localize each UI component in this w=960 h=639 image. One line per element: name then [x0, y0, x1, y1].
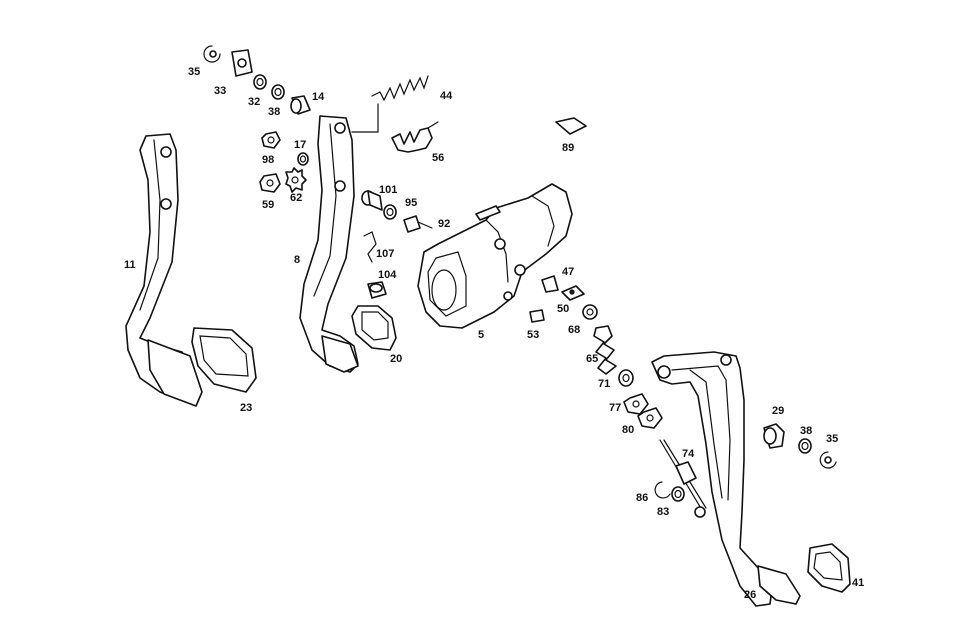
pedal-pad-23: [191, 327, 257, 393]
callout-104: 104: [378, 269, 397, 281]
pedal-pad-41: [807, 543, 851, 593]
pedal-11: [125, 133, 203, 407]
bushing-14: [290, 95, 311, 115]
callout-labels: 35 33 32 38 14 44 98 17 59 62 56 89 101 …: [124, 66, 864, 601]
nut-77: [623, 393, 649, 415]
rod-74: [659, 439, 707, 518]
pedal-housing-5: [417, 183, 573, 329]
callout-53: 53: [527, 329, 539, 341]
nut-98: [261, 131, 281, 149]
nut-80: [637, 407, 663, 429]
callout-33: 33: [214, 85, 226, 97]
callout-59: 59: [262, 199, 274, 211]
part-89: [555, 117, 587, 135]
pedal-8: [299, 115, 359, 373]
clip-35: [203, 45, 221, 63]
washer-71: [618, 369, 634, 387]
callout-56: 56: [432, 152, 444, 164]
callout-35-top: 35: [188, 66, 200, 78]
callout-86: 86: [636, 492, 648, 504]
callout-17: 17: [294, 139, 306, 151]
callout-71: 71: [598, 378, 610, 390]
callout-14: 14: [312, 91, 325, 103]
callout-65: 65: [586, 353, 598, 365]
nut-59: [259, 173, 281, 193]
callout-92: 92: [438, 218, 450, 230]
nut-53: [529, 309, 545, 323]
washer-83: [671, 486, 685, 502]
cap-68: [582, 304, 598, 320]
callout-11: 11: [124, 259, 136, 271]
clip-86: [654, 481, 671, 499]
callout-32: 32: [248, 96, 260, 108]
callout-98: 98: [262, 154, 274, 166]
callout-35-right: 35: [826, 433, 838, 445]
spring-44: [351, 75, 429, 133]
stop-104: [367, 281, 387, 299]
callout-95: 95: [405, 197, 417, 209]
grommet-47: [541, 275, 559, 293]
callout-89: 89: [562, 142, 574, 154]
callout-23: 23: [240, 402, 252, 414]
bracket-50: [561, 285, 585, 301]
callout-5: 5: [478, 329, 484, 341]
pedal-pad-20: [351, 305, 397, 351]
switch-56: [391, 121, 439, 153]
callout-62: 62: [290, 192, 302, 204]
bushing-101: [361, 190, 383, 211]
pedal-26: [651, 351, 801, 607]
clip-35b: [819, 451, 837, 469]
pin-107: [363, 231, 377, 263]
bushing-32: [253, 74, 267, 90]
washer-38b: [798, 438, 812, 454]
washer-38a: [271, 84, 285, 100]
washer-17: [297, 152, 309, 166]
callout-41: 41: [852, 577, 864, 589]
callout-47: 47: [562, 266, 574, 278]
bushing-29: [763, 423, 785, 449]
callout-68: 68: [568, 324, 580, 336]
bolt-92: [403, 215, 433, 233]
callout-74: 74: [682, 448, 695, 460]
callout-38-right: 38: [800, 425, 812, 437]
callout-101: 101: [379, 184, 397, 196]
callout-77: 77: [609, 402, 621, 414]
callout-107: 107: [376, 248, 394, 260]
callout-38-top: 38: [268, 106, 280, 118]
star-washer-62: [285, 167, 307, 193]
callout-26: 26: [744, 589, 756, 601]
bracket-33: [231, 49, 253, 77]
callout-83: 83: [657, 506, 669, 518]
callout-44: 44: [440, 90, 453, 102]
callout-29: 29: [772, 405, 784, 417]
callout-20: 20: [390, 353, 402, 365]
callout-8: 8: [294, 254, 300, 266]
callout-80: 80: [622, 424, 634, 436]
spring-65: [593, 325, 617, 375]
callout-50: 50: [557, 303, 569, 315]
washer-95: [383, 204, 397, 220]
